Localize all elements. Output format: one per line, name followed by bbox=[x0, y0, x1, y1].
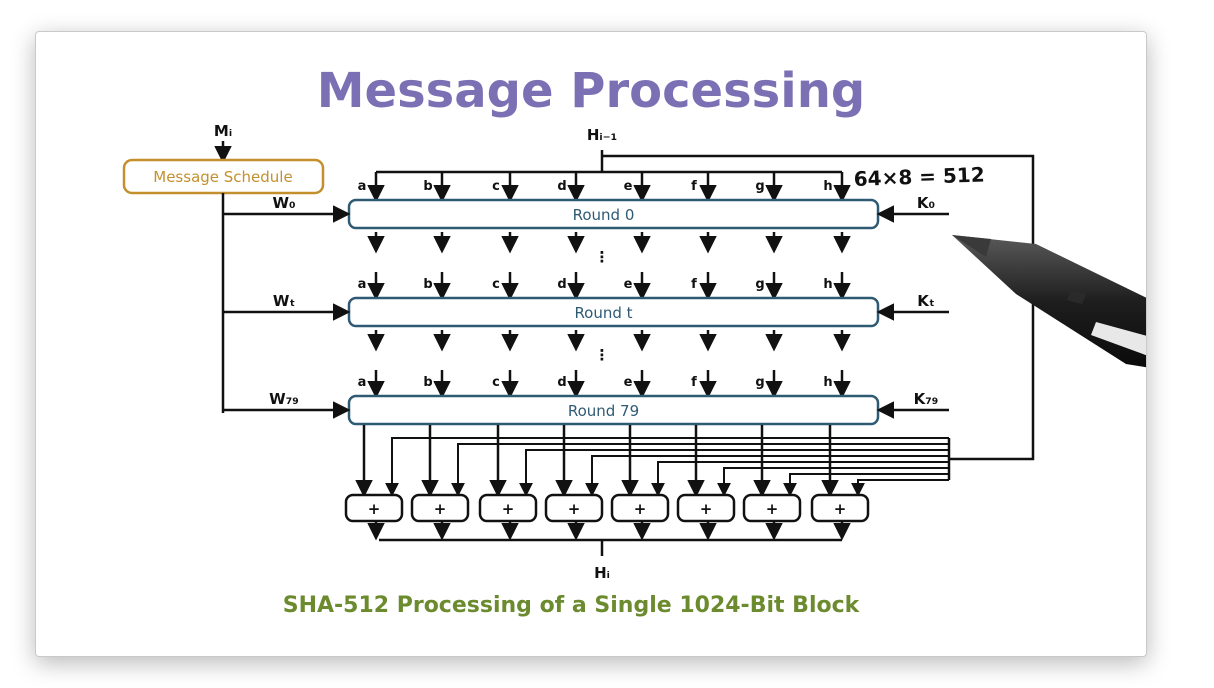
state-var-label-a: a bbox=[358, 375, 367, 390]
round-label: Round 79 bbox=[568, 402, 639, 420]
ellipsis-marker: ⋮ bbox=[595, 248, 610, 266]
state-var-label-a: a bbox=[358, 179, 367, 194]
adder-symbol: + bbox=[700, 500, 713, 518]
schedule-word-label: W₇₉ bbox=[269, 390, 299, 408]
state-var-label-c: c bbox=[492, 179, 500, 194]
adder-symbol: + bbox=[568, 500, 581, 518]
state-var-label-f: f bbox=[691, 179, 697, 194]
adder-symbol: + bbox=[634, 500, 647, 518]
state-var-label-d: d bbox=[557, 179, 566, 194]
round-label: Round t bbox=[574, 304, 632, 322]
adder-row: + + + + + + + + bbox=[344, 425, 870, 541]
adder-box bbox=[742, 493, 802, 523]
feedforward-bus-line bbox=[789, 473, 949, 494]
state-var-label-d: d bbox=[557, 375, 566, 390]
feedforward-line bbox=[602, 154, 1035, 461]
round-constant-label: K₇₉ bbox=[914, 390, 939, 408]
ellipsis-markers: ⋮⋮ bbox=[595, 248, 610, 364]
state-var-label-d: d bbox=[557, 277, 566, 292]
state-var-label-b: b bbox=[423, 375, 432, 390]
message-input-label: Mᵢ bbox=[214, 122, 232, 140]
state-var-label-a: a bbox=[358, 277, 367, 292]
round-constant-label: K₀ bbox=[917, 194, 935, 212]
adder-symbol: + bbox=[434, 500, 447, 518]
state-var-label-e: e bbox=[624, 375, 633, 390]
round-blocks: Round 0 Round t Round 79 bbox=[347, 198, 880, 426]
adder-box bbox=[810, 493, 870, 523]
feedforward-bus-line bbox=[391, 437, 949, 494]
bits-annotation: 64×8 = 512 bbox=[853, 162, 985, 191]
message-schedule-label: Message Schedule bbox=[153, 168, 292, 186]
adder-symbol: + bbox=[834, 500, 847, 518]
state-var-label-e: e bbox=[624, 179, 633, 194]
schedule-word-label: Wₜ bbox=[273, 292, 295, 310]
adder-symbol: + bbox=[766, 500, 779, 518]
hash-out-label: Hᵢ bbox=[594, 564, 610, 582]
state-var-label-h: h bbox=[823, 375, 832, 390]
slide-frame: Message Processing Mᵢ Message Schedule H… bbox=[35, 31, 1147, 657]
page-title: Message Processing bbox=[317, 63, 865, 119]
state-var-label-h: h bbox=[823, 277, 832, 292]
state-arrows bbox=[367, 172, 851, 399]
state-var-label-b: b bbox=[423, 277, 432, 292]
state-var-label-g: g bbox=[755, 277, 764, 292]
round-label: Round 0 bbox=[573, 206, 635, 224]
state-var-label-g: g bbox=[755, 179, 764, 194]
adder-symbol: + bbox=[368, 500, 381, 518]
adder-box bbox=[676, 493, 736, 523]
adder-box bbox=[344, 493, 404, 523]
schedule-word-label: W₀ bbox=[272, 194, 295, 212]
adder-box bbox=[544, 493, 604, 523]
diagram-caption: SHA-512 Processing of a Single 1024-Bit … bbox=[283, 593, 861, 618]
feedforward-bus bbox=[385, 437, 951, 497]
state-var-label-e: e bbox=[624, 277, 633, 292]
state-var-label-h: h bbox=[823, 179, 832, 194]
state-variable-labels: a b c d e f g h a b c d e f g h a b c d e f g h bbox=[358, 179, 833, 390]
stylus-pen-icon bbox=[952, 235, 1146, 368]
adder-symbol: + bbox=[502, 500, 515, 518]
state-var-label-c: c bbox=[492, 375, 500, 390]
adder-box bbox=[410, 493, 470, 523]
ellipsis-marker: ⋮ bbox=[595, 346, 610, 364]
hash-in-label: Hᵢ₋₁ bbox=[587, 126, 617, 144]
round-constant-label: Kₜ bbox=[917, 292, 934, 310]
state-var-label-g: g bbox=[755, 375, 764, 390]
adder-box bbox=[610, 493, 670, 523]
state-var-label-f: f bbox=[691, 277, 697, 292]
sha512-diagram: Message Processing Mᵢ Message Schedule H… bbox=[122, 63, 1146, 618]
feedforward-bus-line bbox=[657, 461, 949, 494]
adder-box bbox=[478, 493, 538, 523]
feedforward-bus-line bbox=[857, 479, 949, 494]
state-var-label-f: f bbox=[691, 375, 697, 390]
state-var-label-b: b bbox=[423, 179, 432, 194]
state-var-label-c: c bbox=[492, 277, 500, 292]
